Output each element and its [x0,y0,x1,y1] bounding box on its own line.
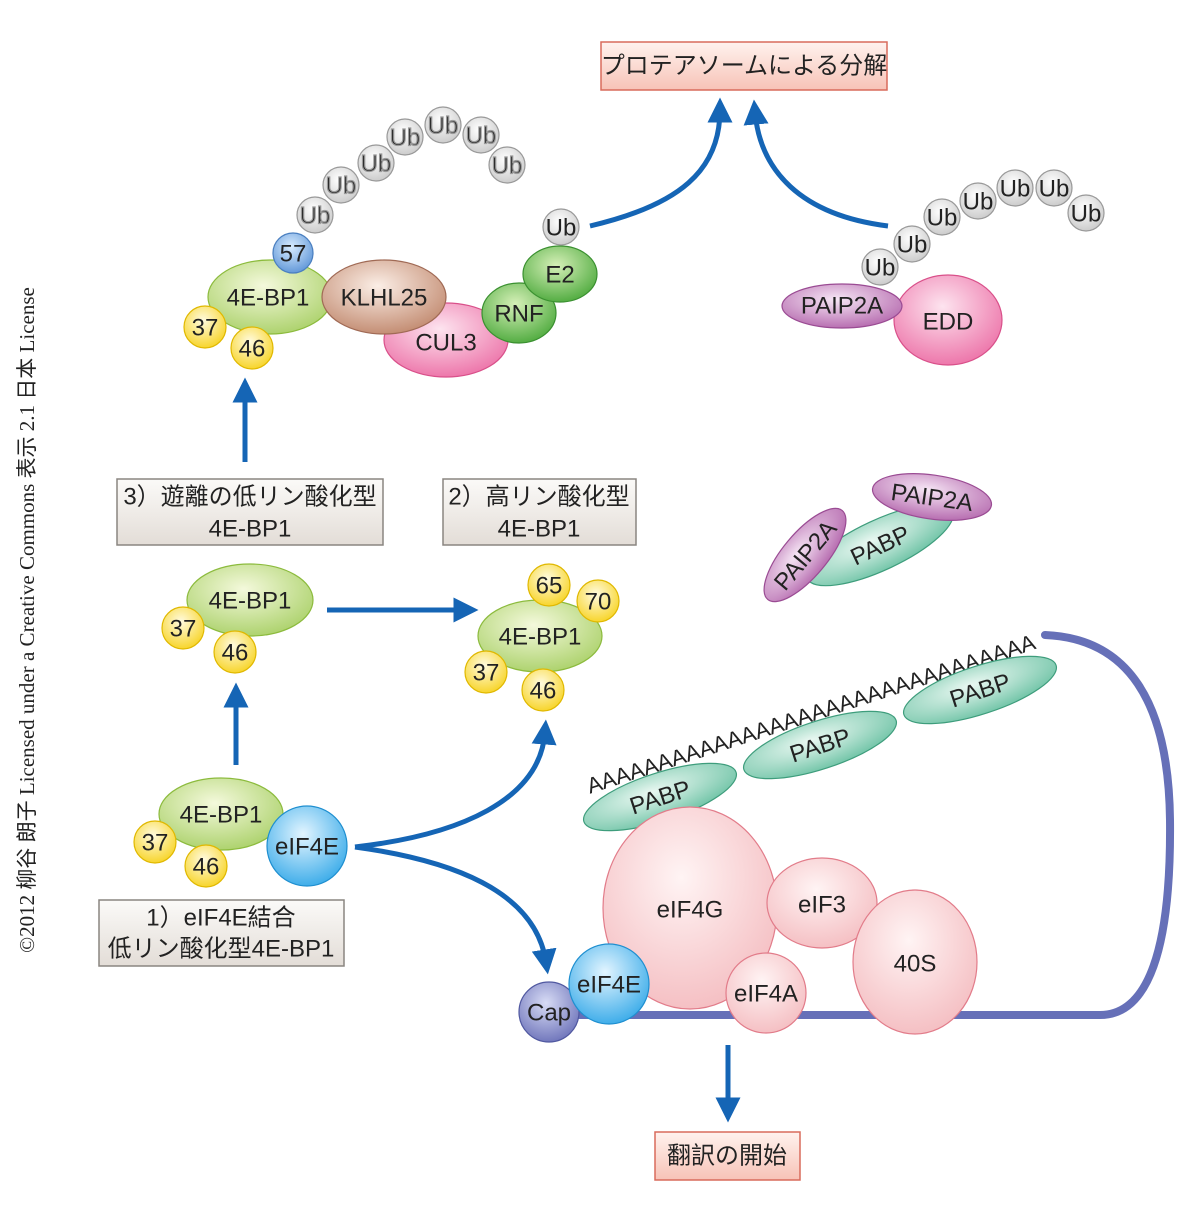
e2: E2 [545,262,574,289]
4ebp1: 4E-BP1 [209,588,292,615]
arrow-to-proteasome-right [743,99,889,229]
4ebp1: 4E-BP1 [227,285,310,312]
40s-subunit: 40S [894,951,937,978]
phospho-site-37: 37 [473,660,500,687]
phospho-site-46: 46 [222,640,249,667]
translation-box: 翻訳の開始 [654,1131,801,1181]
free-4ebp1: 4E-BP1 37 46 [161,563,314,674]
edd: EDD [923,309,974,336]
phospho-site-70: 70 [585,589,612,616]
eif3: eIF3 [798,892,846,919]
ub-chain-left: Ub Ub Ub Ub Ub Ub Ub [296,106,526,234]
phospho-site-46: 46 [530,678,557,705]
eif4g: eIF4G [657,897,724,924]
box-line: 低リン酸化型4E-BP1 [108,936,335,963]
hyper-4ebp1: 4E-BP1 65 70 37 46 [464,563,620,712]
phospho-site-46: 46 [193,854,220,881]
ub: Ub [927,205,958,232]
mrna-strand [556,631,1175,1019]
ub: Ub [897,232,928,259]
ub: Ub [300,203,331,230]
arrow-to-proteasome-left [589,97,733,229]
ub: Ub [1039,176,1070,203]
hyper-4ebp1-box: 2）高リン酸化型 4E-BP1 [442,478,637,546]
box-line: 1）eIF4E結合 [146,905,295,932]
phospho-site-46: 46 [239,336,266,363]
ub: Ub [865,255,896,282]
paip2a: PAIP2A [801,293,883,320]
bound-4ebp1-eif4e: 4E-BP1 37 46 eIF4E [133,777,348,888]
klhl25: KLHL25 [341,285,428,312]
license-text: ©2012 柳谷 朗子 Licensed under a Creative Co… [15,287,39,953]
ub: Ub [963,189,994,216]
ub: Ub [1071,201,1102,228]
ub: Ub [546,215,577,242]
paip2a-edd-complex: Ub Ub Ub Ub Ub Ub Ub EDD PAIP2A [781,169,1105,366]
ub: Ub [326,173,357,200]
phospho-site-37: 37 [170,616,197,643]
box-line: 3）遊離の低リン酸化型 [123,484,376,511]
rnf: RNF [494,301,543,328]
ub: Ub [428,113,459,140]
paip2a-pabp-complex: PABP PAIP2A PAIP2A [763,473,993,603]
arrow-to-cap [354,844,557,975]
box-line: 4E-BP1 [498,516,581,543]
proteasome-box: プロテアソームによる分解 [600,41,888,91]
eif4e: eIF4E [577,972,641,999]
degradation-complex: CUL3 4E-BP1 KLHL25 57 37 46 RNF E2 Ub [183,208,598,378]
eif4e: eIF4E [275,834,339,861]
translation-label: 翻訳の開始 [667,1143,787,1170]
phospho-site-65: 65 [536,573,563,600]
eif4a: eIF4A [734,981,798,1008]
ub: Ub [390,125,421,152]
translation-initiation-complex: PABP PABP PABP eIF4G eIF3 40S eIF4A Cap … [518,655,1058,1043]
phospho-site-37: 37 [142,830,169,857]
4ebp1: 4E-BP1 [499,624,582,651]
ub: Ub [492,153,523,180]
cul3: CUL3 [415,330,476,357]
proteasome-label: プロテアソームによる分解 [601,53,888,80]
bound-4ebp1-box: 1）eIF4E結合 低リン酸化型4E-BP1 [98,899,345,967]
cap: Cap [527,1000,571,1027]
phospho-site-57: 57 [280,241,307,268]
arrow-bound-to-hyper [354,719,557,850]
box-line: 2）高リン酸化型 [448,484,629,511]
ub: Ub [466,123,497,150]
box-line: 4E-BP1 [209,516,292,543]
phospho-site-37: 37 [192,315,219,342]
free-4ebp1-box: 3）遊離の低リン酸化型 4E-BP1 [116,478,384,546]
ub: Ub [1000,176,1031,203]
4ebp1: 4E-BP1 [180,802,263,829]
ub: Ub [361,151,392,178]
